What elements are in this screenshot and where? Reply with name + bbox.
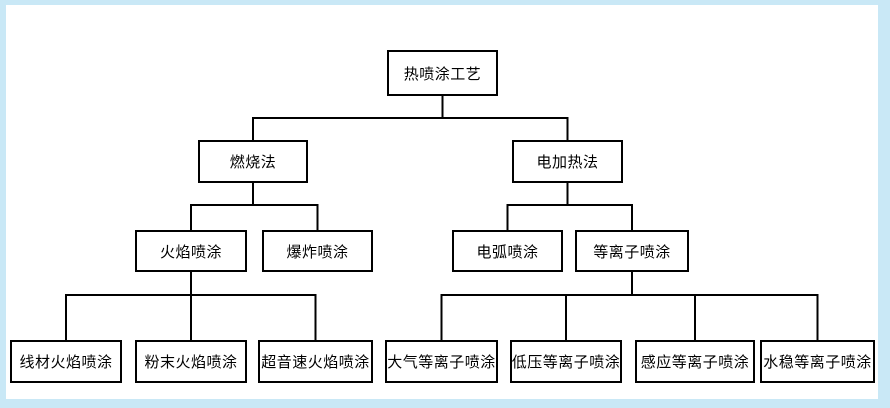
node-label: 热喷涂工艺 [403,64,482,83]
node-label: 粉末火焰喷涂 [144,353,238,371]
node-wire-flame-spraying: 线材火焰喷涂 [10,340,122,383]
node-plasma-spraying: 等离子喷涂 [575,230,689,272]
node-label: 水稳等离子喷涂 [763,353,872,371]
node-label: 超音速火焰喷涂 [261,353,370,371]
node-label: 感应等离子喷涂 [640,353,750,371]
node-label: 线材火焰喷涂 [19,353,113,371]
node-arc-spraying: 电弧喷涂 [452,230,563,272]
node-label: 电加热法 [536,153,599,171]
node-label: 燃烧法 [229,153,277,171]
node-label: 等离子喷涂 [593,242,671,261]
node-flame-spraying: 火焰喷涂 [135,230,247,272]
node-detonation-spraying: 爆炸喷涂 [262,230,373,272]
node-induction-plasma-spraying: 感应等离子喷涂 [635,340,755,383]
node-label: 低压等离子喷涂 [511,353,621,371]
node-label: 大气等离子喷涂 [387,353,496,371]
node-label: 火焰喷涂 [159,242,222,261]
node-powder-flame-spraying: 粉末火焰喷涂 [135,340,247,383]
node-label: 电弧喷涂 [476,242,539,261]
node-thermal-spray-process: 热喷涂工艺 [387,50,498,96]
node-combustion-method: 燃烧法 [198,140,308,183]
node-low-pressure-plasma-spraying: 低压等离子喷涂 [510,340,622,383]
node-electric-heating-method: 电加热法 [512,140,623,183]
node-water-stabilized-plasma-spraying: 水稳等离子喷涂 [760,340,875,383]
node-atmospheric-plasma-spraying: 大气等离子喷涂 [385,340,498,383]
node-label: 爆炸喷涂 [286,242,349,261]
node-supersonic-flame-spraying: 超音速火焰喷涂 [258,340,373,383]
